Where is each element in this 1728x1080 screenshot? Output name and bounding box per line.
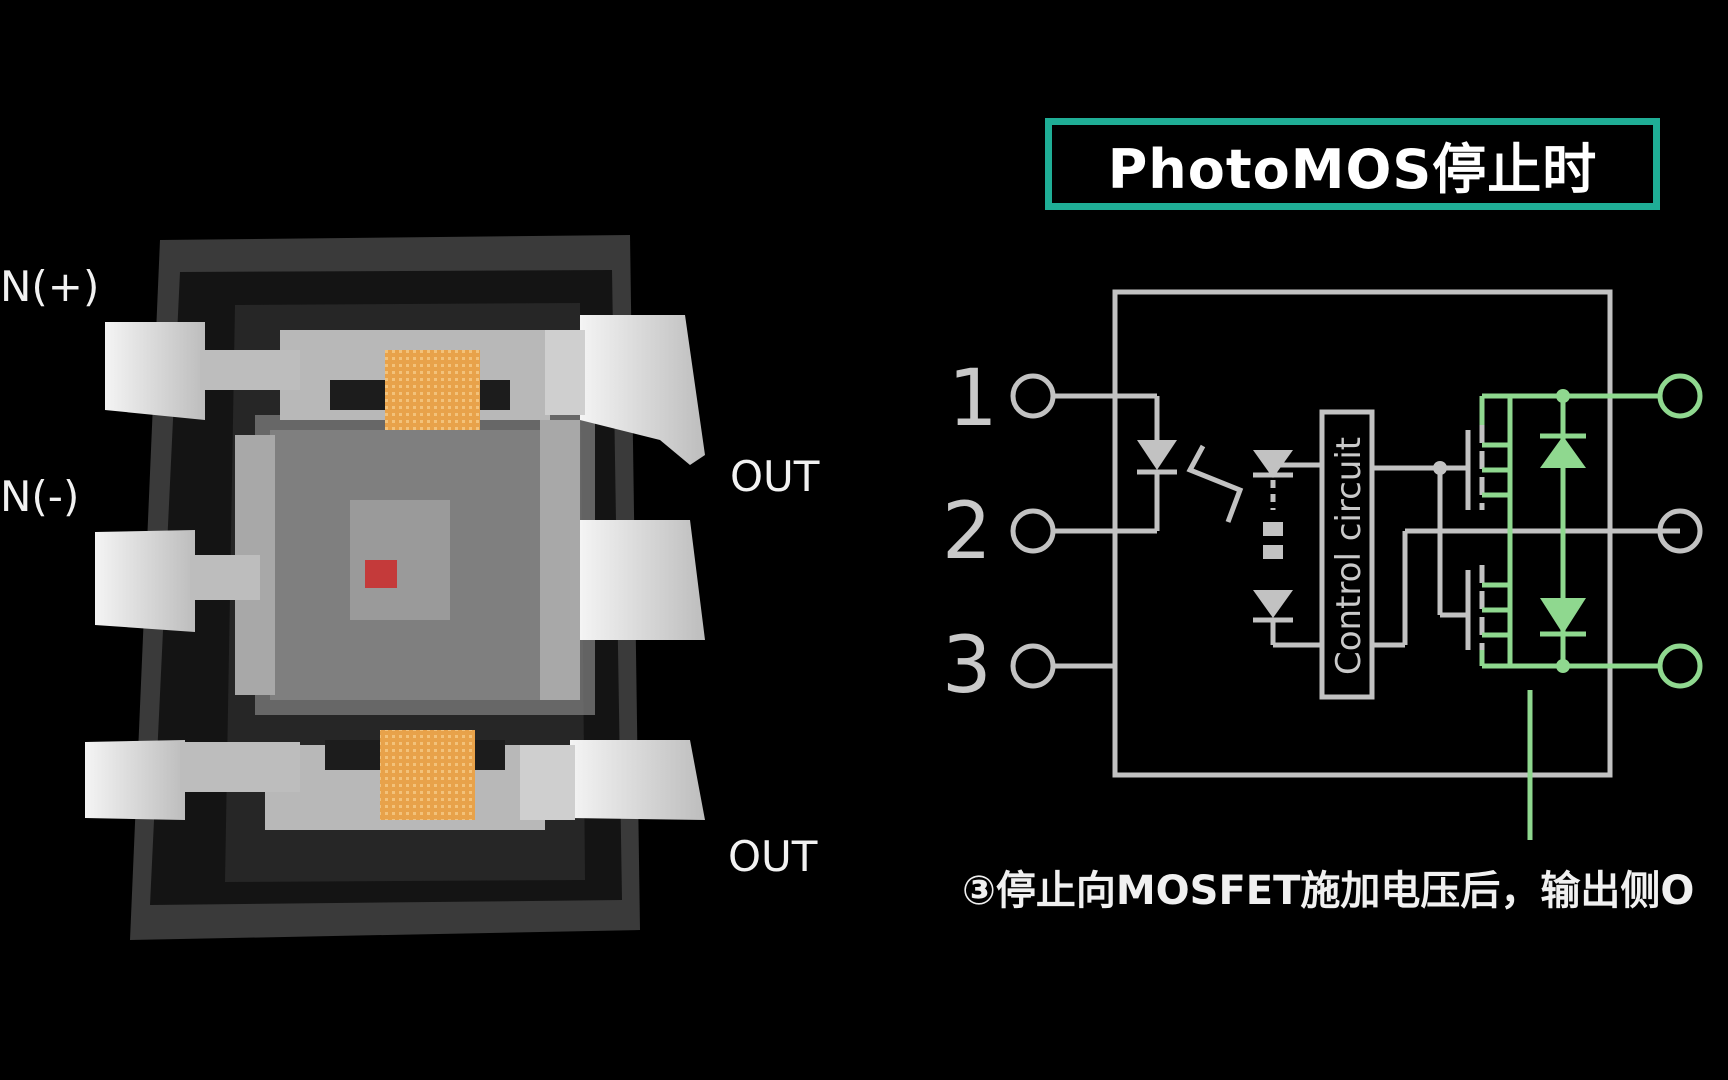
- caption-text: ③停止向MOSFET施加电压后，输出侧O: [962, 868, 1695, 914]
- lead-out-top: [545, 315, 705, 465]
- led-chip: [365, 560, 397, 588]
- title-text: PhotoMOS停止时: [1107, 137, 1598, 201]
- upper-mosfet-die: [385, 350, 480, 430]
- photodiode-1: [1253, 450, 1293, 478]
- lower-mosfet-die: [380, 730, 475, 820]
- label-in-plus: N(+): [0, 262, 100, 311]
- control-circuit-block: [1319, 409, 1375, 700]
- control-circuit-label: Control circuit: [1329, 437, 1369, 675]
- pin-1-circle: [1010, 373, 1056, 419]
- photomos-package-render: [85, 235, 705, 940]
- lead-out-bottom: [520, 740, 705, 820]
- lead-left-bottom: [85, 740, 300, 820]
- lead-in-minus: [95, 530, 260, 632]
- pin-number-1: 1: [948, 354, 998, 444]
- pin-3-circle: [1010, 643, 1056, 689]
- pin-2-circle: [1010, 508, 1056, 554]
- pin-number-2: 2: [942, 487, 992, 577]
- label-out-bottom: OUT: [728, 832, 818, 881]
- pin-6-circle: [1657, 643, 1703, 689]
- led-symbol: [1137, 440, 1177, 470]
- lead-middle-right: [580, 520, 705, 640]
- label-out-top: OUT: [730, 452, 820, 501]
- pin-4-circle: [1657, 373, 1703, 419]
- photodiode-2: [1253, 590, 1293, 618]
- label-in-minus: N(-): [0, 472, 80, 521]
- body-diode-1: [1540, 436, 1586, 468]
- pin-5-circle: [1657, 508, 1703, 554]
- lead-in-plus: [105, 322, 300, 420]
- title-box: PhotoMOS停止时: [1045, 118, 1660, 210]
- body-diode-2: [1540, 598, 1586, 634]
- schematic-outline: [1112, 289, 1613, 778]
- pin-number-3: 3: [942, 621, 992, 711]
